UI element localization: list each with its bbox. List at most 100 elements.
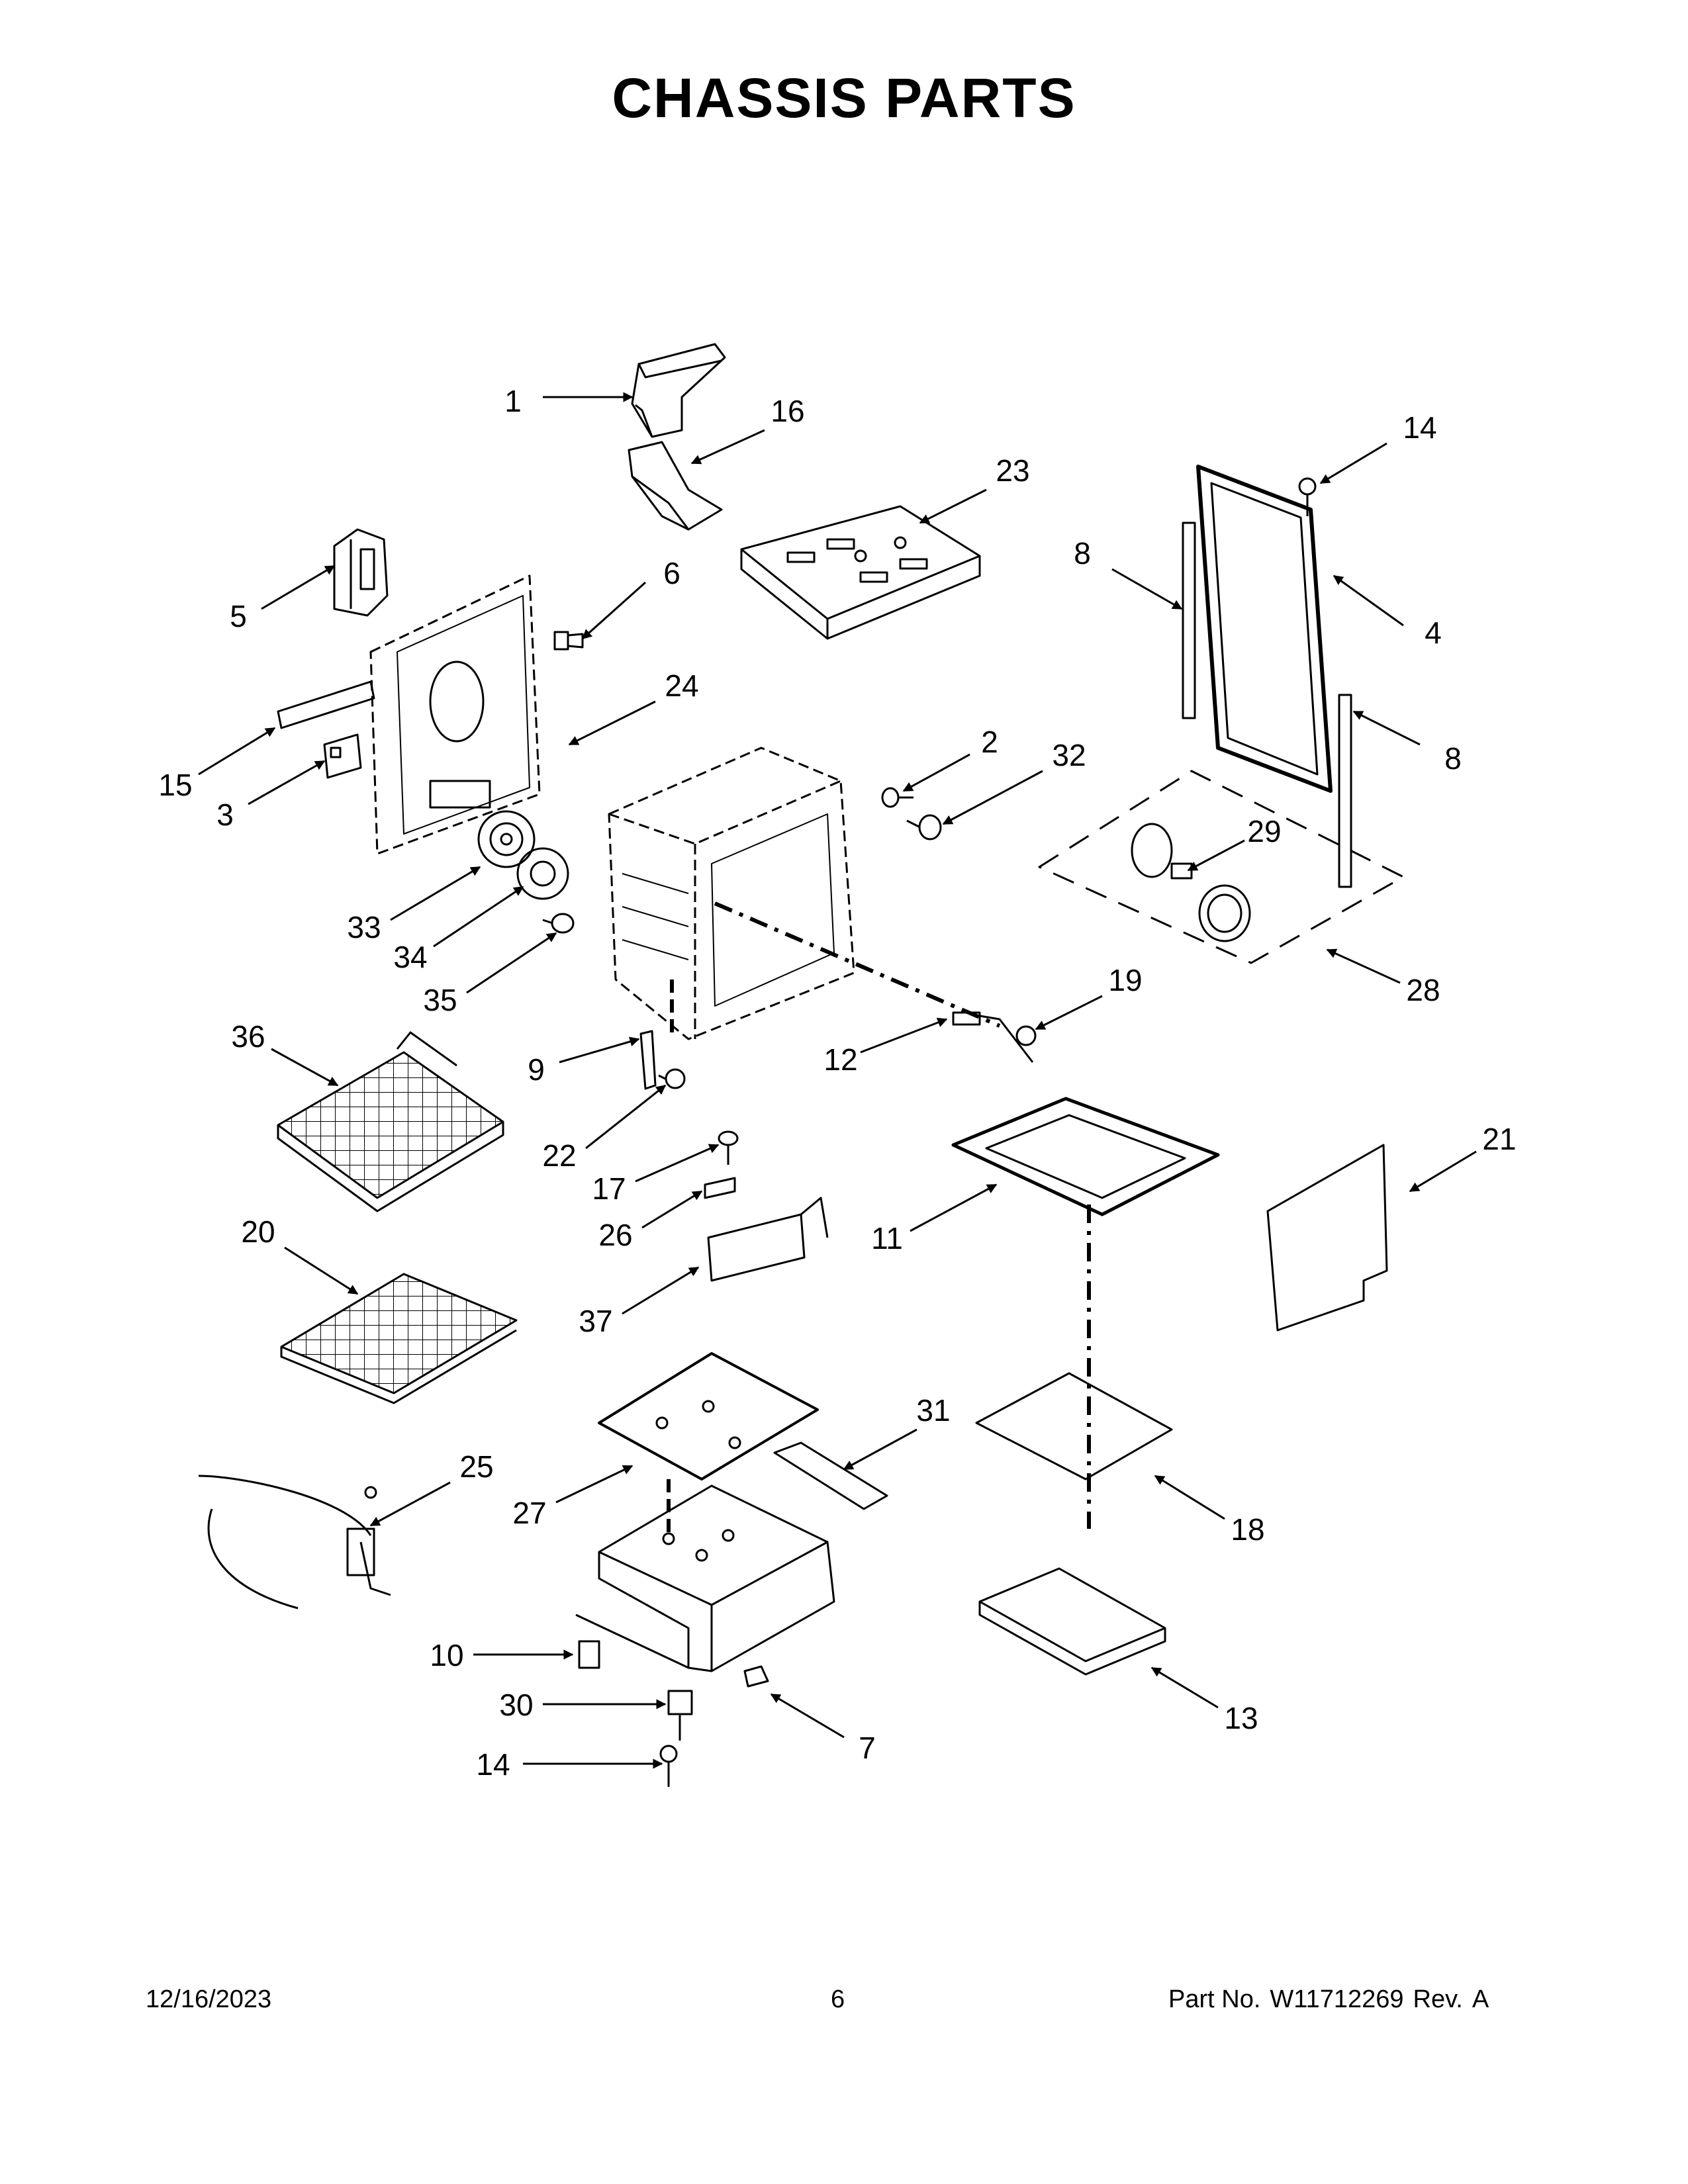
part-power-cord [198, 1475, 391, 1610]
callout-label: 12 [823, 1042, 857, 1077]
callout-label: 30 [499, 1688, 533, 1722]
part-sensor-12 [952, 1011, 1034, 1063]
callout-arrow [390, 866, 481, 921]
part-oven-gasket [1266, 1144, 1388, 1332]
callout-label: 5 [230, 599, 247, 633]
callout-arrow [622, 1266, 700, 1315]
callout-arrow [1154, 1475, 1225, 1520]
callout-label: 1 [504, 384, 522, 418]
part-screw-22 [658, 1068, 686, 1089]
part-oven-rack-36 [277, 1031, 504, 1212]
callout-arrow [1409, 1150, 1477, 1193]
callout-arrow [1150, 1666, 1219, 1709]
callout-arrow [466, 932, 557, 994]
callout-label: 13 [1224, 1701, 1258, 1735]
callout-arrow [843, 1428, 917, 1471]
callout-label: 34 [393, 940, 427, 974]
callout-arrow [1187, 839, 1245, 872]
callout-arrow [271, 1048, 339, 1087]
callout-arrow [284, 1246, 359, 1295]
callout-label: 26 [598, 1218, 632, 1252]
part-bracket-3 [323, 733, 362, 779]
part-gasket-right [1338, 694, 1352, 888]
callout-label: 37 [579, 1304, 612, 1338]
callout-label: 36 [231, 1019, 265, 1054]
callout-arrow [568, 700, 656, 746]
part-insulation-panel [975, 1372, 1173, 1480]
part-vent-bracket [628, 441, 723, 531]
callout-arrow [555, 1465, 633, 1504]
part-fan-33 [477, 810, 536, 868]
part-clip-7 [743, 1665, 769, 1688]
part-knob-group [1038, 770, 1405, 964]
callout-arrow [860, 1017, 948, 1054]
callout-label: 21 [1482, 1122, 1516, 1156]
callout-label: 17 [592, 1171, 626, 1206]
part-screw-17 [718, 1130, 739, 1165]
part-fastener-2 [881, 787, 914, 808]
callout-label: 29 [1247, 814, 1281, 848]
callout-label: 8 [1444, 741, 1462, 776]
footer-date: 12/16/2023 [146, 1985, 272, 2013]
part-top-trim [631, 343, 726, 438]
footer-part-number: Part No. W11712269 Rev. A [1168, 1985, 1498, 2014]
callout-arrow [198, 727, 276, 776]
callout-label: 2 [981, 725, 998, 759]
callout-label: 31 [916, 1393, 950, 1428]
callout-label: 9 [528, 1052, 545, 1087]
part-nut-35 [542, 913, 575, 934]
callout-arrow [369, 1481, 451, 1527]
callout-arrow [641, 1190, 703, 1229]
part-bottom-plate [598, 1352, 819, 1480]
callout-arrow [635, 1144, 720, 1183]
callout-label: 28 [1406, 973, 1440, 1007]
callout-arrow [770, 1693, 845, 1739]
callout-label: 24 [665, 668, 698, 703]
callout-arrow [248, 760, 326, 805]
callout-label: 8 [1074, 536, 1091, 570]
part-clip-26 [704, 1177, 736, 1199]
callout-arrow [559, 1036, 640, 1064]
callout-label: 33 [347, 910, 381, 944]
callout-label: 14 [476, 1747, 510, 1782]
page-title: CHASSIS PARTS [612, 67, 1076, 129]
rev-label: Rev. [1413, 1985, 1463, 2013]
part-screw-14-bottom [659, 1745, 678, 1787]
part-number: W11712269 [1270, 1985, 1404, 2013]
callout-arrow [1326, 948, 1401, 984]
part-spacer-10 [578, 1640, 600, 1669]
callout-arrow [942, 770, 1043, 825]
part-element-31 [773, 1441, 888, 1510]
callout-label: 19 [1108, 963, 1142, 997]
part-valve-30 [667, 1690, 693, 1741]
part-trim-strip [277, 680, 375, 729]
part-door-inner [951, 1097, 1220, 1216]
callout-label: 23 [996, 453, 1029, 488]
part-control-37 [707, 1197, 829, 1282]
callout-label: 18 [1231, 1512, 1264, 1547]
callout-label: 27 [512, 1496, 546, 1530]
part-label: Part No. [1168, 1985, 1261, 2013]
callout-arrow [261, 565, 336, 610]
callout-label: 6 [663, 556, 680, 590]
part-fastener-6 [553, 631, 584, 651]
callout-arrow [690, 429, 765, 465]
part-side-bracket [333, 528, 389, 617]
callout-label: 22 [542, 1138, 576, 1173]
callout-arrow [1333, 574, 1404, 627]
callout-arrow [1352, 710, 1421, 746]
part-top-plate [740, 505, 981, 640]
callout-label: 32 [1052, 738, 1086, 772]
callout-arrow [902, 753, 970, 792]
callout-label: 14 [1403, 410, 1436, 445]
part-oven-rack-20 [280, 1273, 518, 1404]
callout-label: 35 [423, 983, 457, 1017]
callout-arrow [1035, 995, 1103, 1030]
part-screw-14-top [1298, 477, 1317, 516]
rev-value: A [1472, 1985, 1489, 2013]
part-screw-32 [906, 814, 942, 841]
callout-label: 25 [459, 1449, 493, 1484]
part-oven-cavity [608, 747, 855, 1040]
part-screw-19 [1015, 1025, 1037, 1046]
